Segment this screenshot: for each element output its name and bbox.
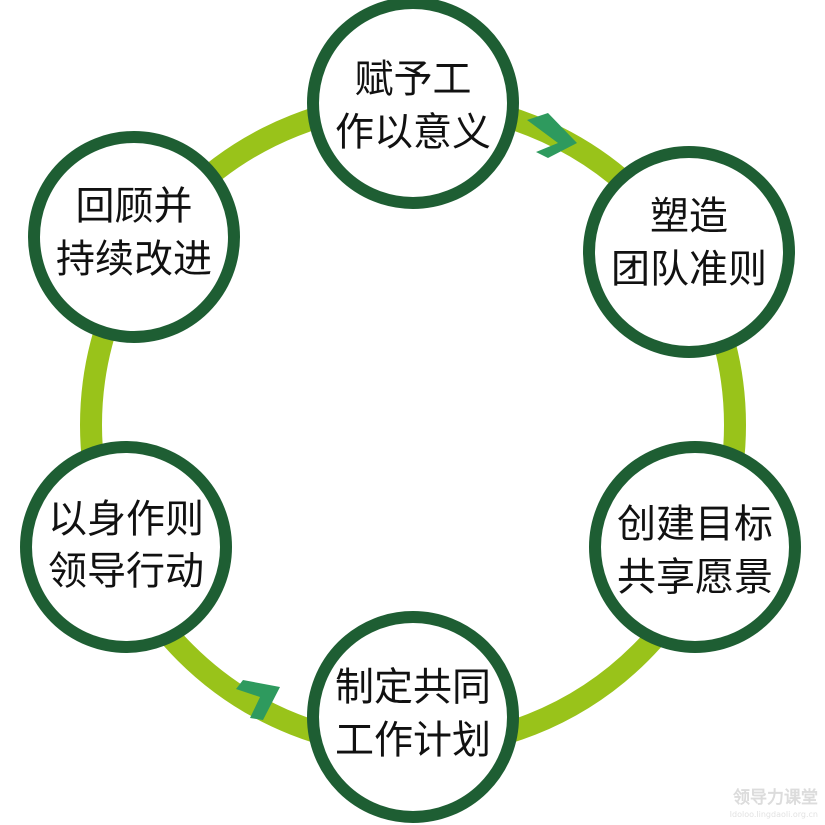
node-meaning: 赋予工 作以意义 <box>307 0 519 209</box>
node-meaning-line-1: 赋予工 <box>354 58 471 103</box>
node-meaning-line-2: 作以意义 <box>335 111 491 156</box>
chevron-arrow-icon <box>236 680 280 720</box>
watermark-url: Idoloo.lingdaoli.org.cn <box>730 810 818 819</box>
node-improve-line-1: 回顾并 <box>75 185 192 230</box>
node-lead-line-2: 领导行动 <box>48 550 204 595</box>
node-lead-line-1: 以身作则 <box>48 498 204 543</box>
node-norms: 塑造 团队准则 <box>583 146 795 358</box>
node-vision: 创建目标 共享愿景 <box>589 441 801 653</box>
node-plan: 制定共同 工作计划 <box>307 611 519 823</box>
node-plan-line-2: 工作计划 <box>335 719 491 764</box>
node-norms-line-2: 团队准则 <box>611 248 767 293</box>
node-improve: 回顾并 持续改进 <box>28 131 240 343</box>
chevron-arrow-icon <box>527 113 577 158</box>
node-norms-line-1: 塑造 <box>650 195 728 240</box>
node-vision-line-1: 创建目标 <box>617 503 773 548</box>
node-lead: 以身作则 领导行动 <box>20 441 232 653</box>
node-vision-line-2: 共享愿景 <box>617 556 773 601</box>
node-improve-line-2: 持续改进 <box>56 238 212 283</box>
node-plan-line-1: 制定共同 <box>335 666 491 711</box>
watermark-brand: 领导力课堂 <box>733 787 818 808</box>
